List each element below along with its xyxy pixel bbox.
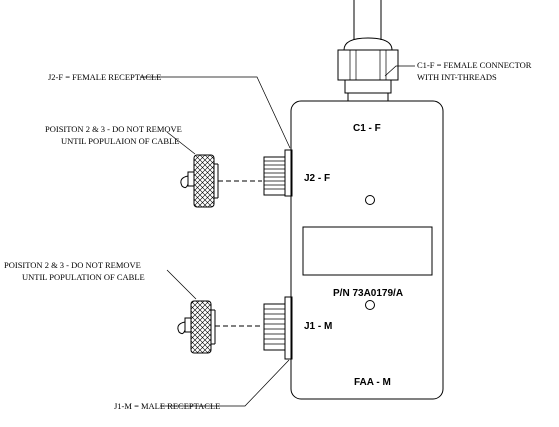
j2-receptacle	[263, 149, 293, 197]
leader-line-upper-cap	[166, 131, 196, 155]
mounting-hole	[365, 300, 375, 310]
upper-protective-cap	[180, 154, 219, 208]
note-lower-cap-line-2: UNTIL POPULATION OF CABLE	[22, 272, 145, 282]
label-c1: C1 - F	[353, 123, 381, 134]
enclosure-body	[290, 100, 444, 400]
cable	[353, 0, 382, 40]
label-part-number: P/N 73A0179/A	[333, 288, 403, 299]
lower-protective-cap	[177, 300, 216, 354]
label-plate	[302, 226, 433, 276]
note-lower-cap-line-1: POISITON 2 & 3 - DO NOT REMOVE	[4, 260, 141, 270]
note-c1-line-2: WITH INT-THREADS	[417, 72, 497, 82]
leader-line-j1	[160, 359, 290, 407]
leader-line-c1	[384, 65, 415, 77]
label-faa: FAA - M	[354, 377, 391, 388]
mounting-hole	[365, 195, 375, 205]
note-upper-cap-line-2: UNTIL POPULAION OF CABLE	[61, 136, 179, 146]
note-c1-line-1: C1-F = FEMALE CONNECTOR	[417, 60, 532, 70]
label-j2: J2 - F	[304, 173, 330, 184]
leader-line-j2	[140, 76, 291, 149]
label-j1: J1 - M	[304, 321, 332, 332]
note-j2: J2-F = FEMALE RECEPTACLE	[48, 72, 161, 82]
note-upper-cap-line-1: POISITON 2 & 3 - DO NOT REMOVE	[45, 124, 182, 134]
leader-line-lower-cap	[166, 269, 197, 300]
note-j1: J1-M = MALE RECEPTACLE	[114, 401, 220, 411]
j1-receptacle	[263, 296, 293, 360]
c1-cable-gland	[337, 37, 399, 102]
